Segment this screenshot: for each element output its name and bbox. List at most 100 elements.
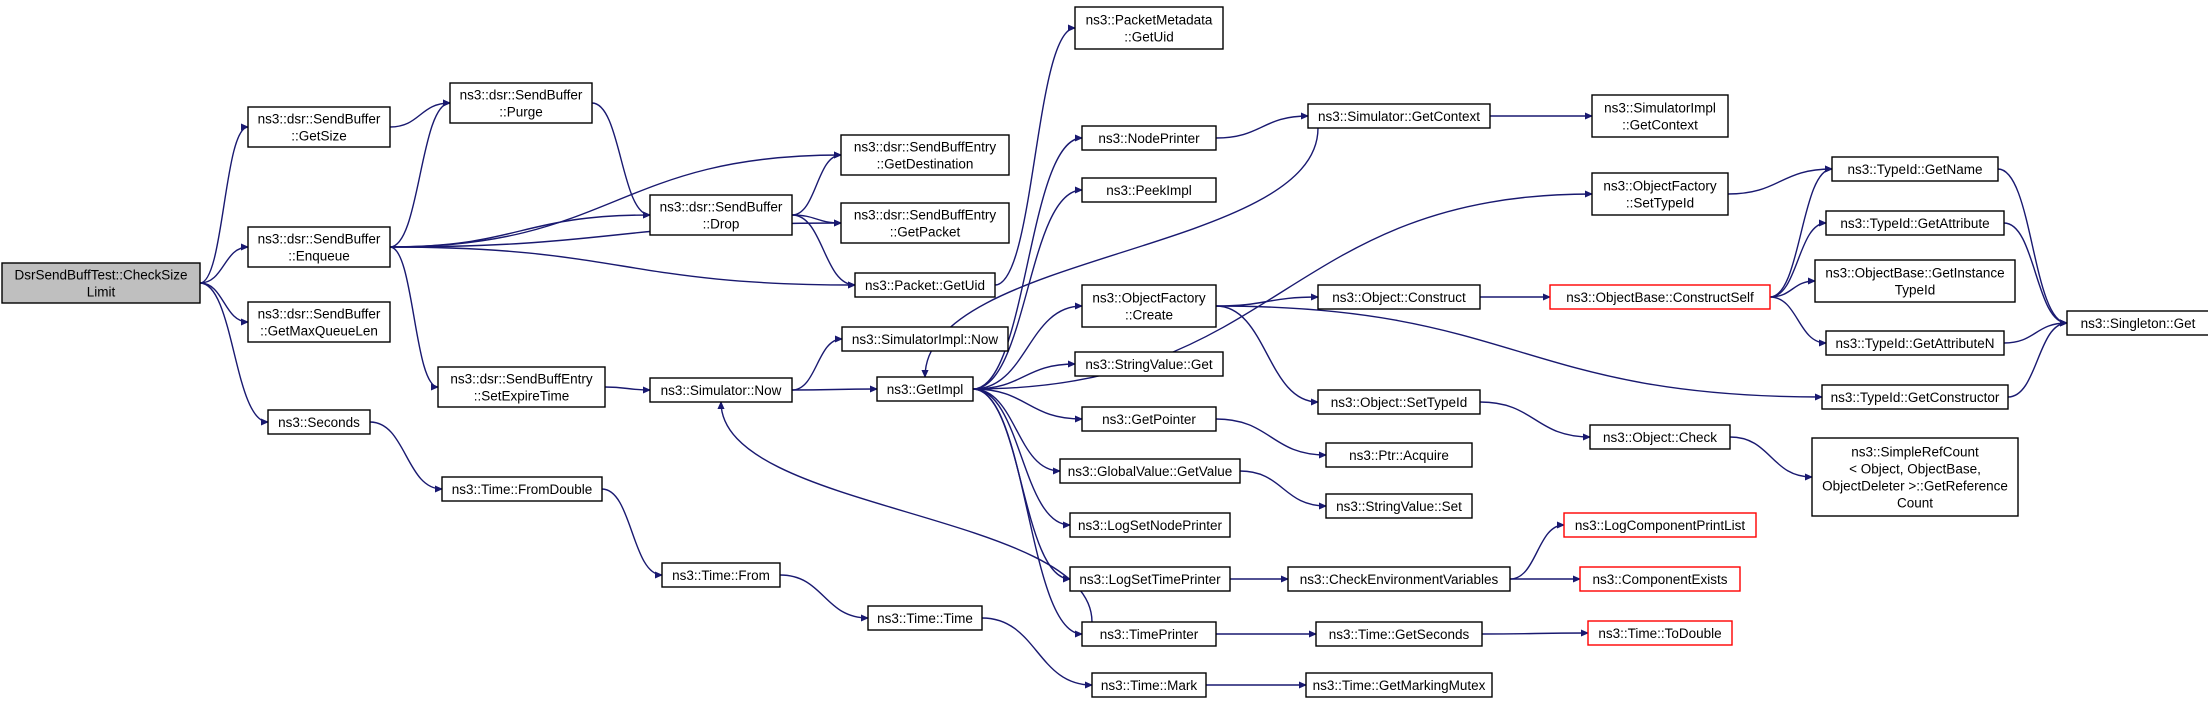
node-getmaxqueuelen[interactable]: ns3::dsr::SendBuffer::GetMaxQueueLen: [247, 301, 391, 343]
node-objsettypeid[interactable]: ns3::Object::SetTypeId: [1317, 389, 1481, 415]
edge-constructself-to-getinstancetypeid: [1769, 281, 1815, 298]
node-ofsettypeid[interactable]: ns3::ObjectFactory::SetTypeId: [1591, 172, 1729, 216]
node-nodeprinter[interactable]: ns3::NodePrinter: [1081, 125, 1217, 151]
node-typeidgetconstructor[interactable]: ns3::TypeId::GetConstructor: [1821, 384, 2009, 410]
node-checkenv[interactable]: ns3::CheckEnvironmentVariables: [1287, 566, 1511, 592]
node-simgetcontext[interactable]: ns3::Simulator::GetContext: [1307, 103, 1491, 129]
node-label: ::GetContext: [1622, 118, 1698, 133]
node-timeprinter[interactable]: ns3::TimePrinter: [1081, 621, 1217, 647]
edge-timegetseconds-to-todouble: [1481, 633, 1588, 634]
node-box: [1081, 177, 1217, 203]
node-peekimpl[interactable]: ns3::PeekImpl: [1081, 177, 1217, 203]
edge-getimpl-to-globalvalue: [972, 388, 1060, 471]
node-box: [1591, 94, 1729, 138]
node-simplerefcount[interactable]: ns3::SimpleRefCount< Object, ObjectBase,…: [1811, 437, 2019, 517]
node-box: [1825, 210, 2005, 236]
node-box: [449, 82, 593, 124]
node-getpacket[interactable]: ns3::dsr::SendBuffEntry::GetPacket: [840, 202, 1010, 244]
node-timemark[interactable]: ns3::Time::Mark: [1091, 672, 1207, 698]
node-simimplnow[interactable]: ns3::SimulatorImpl::Now: [841, 326, 1009, 352]
node-seconds[interactable]: ns3::Seconds: [267, 409, 371, 435]
node-timegetseconds[interactable]: ns3::Time::GetSeconds: [1315, 621, 1483, 647]
node-todouble[interactable]: ns3::Time::ToDouble: [1587, 620, 1733, 646]
node-label: ns3::GlobalValue::GetValue: [1068, 464, 1233, 479]
edge-getimpl-to-nodeprinter: [972, 138, 1082, 390]
node-label: ns3::TypeId::GetName: [1847, 162, 1982, 177]
node-label: ns3::dsr::SendBuffEntry: [854, 140, 997, 155]
node-label: ::GetUid: [1124, 30, 1174, 45]
node-box: [1074, 6, 1224, 50]
node-objcheck[interactable]: ns3::Object::Check: [1589, 424, 1731, 450]
node-box: [1325, 493, 1473, 519]
node-globalvalue[interactable]: ns3::GlobalValue::GetValue: [1059, 458, 1241, 484]
node-label: ns3::Time::Mark: [1101, 678, 1198, 693]
edge-timefrom-to-timetime: [779, 574, 868, 618]
edge-enqueue-to-drop: [389, 215, 650, 248]
edge-simnow-to-getimpl: [791, 389, 877, 390]
node-enqueue[interactable]: ns3::dsr::SendBuffer::Enqueue: [247, 226, 391, 268]
node-box: [661, 562, 781, 588]
node-getdestination[interactable]: ns3::dsr::SendBuffEntry::GetDestination: [840, 134, 1010, 176]
edge-typeidgetattribute-to-singletonget: [2003, 222, 2067, 323]
node-label: ns3::TypeId::GetConstructor: [1831, 390, 2000, 405]
node-ptracquire[interactable]: ns3::Ptr::Acquire: [1325, 442, 1473, 468]
node-drop[interactable]: ns3::dsr::SendBuffer::Drop: [649, 194, 793, 236]
node-getmarkingmutex[interactable]: ns3::Time::GetMarkingMutex: [1305, 672, 1493, 698]
node-box: [1831, 156, 1999, 182]
edge-getimpl-to-getpointer: [972, 388, 1082, 419]
node-label: ns3::dsr::SendBuffEntry: [854, 208, 997, 223]
node-box: [1589, 424, 1731, 450]
edge-enqueue-to-setexpiretime: [389, 246, 438, 387]
node-box: [1814, 259, 2016, 303]
node-label: TypeId: [1895, 283, 1936, 298]
node-timetime[interactable]: ns3::Time::Time: [867, 605, 983, 631]
node-label: ns3::dsr::SendBuffer: [660, 200, 783, 215]
node-logsettimeprinter[interactable]: ns3::LogSetTimePrinter: [1069, 566, 1231, 592]
node-simimplgetcontext[interactable]: ns3::SimulatorImpl::GetContext: [1591, 94, 1729, 138]
node-stringvalueset[interactable]: ns3::StringValue::Set: [1325, 493, 1473, 519]
node-constructself[interactable]: ns3::ObjectBase::ConstructSelf: [1549, 284, 1771, 310]
node-typeidgetname[interactable]: ns3::TypeId::GetName: [1831, 156, 1999, 182]
node-setexpiretime[interactable]: ns3::dsr::SendBuffEntry::SetExpireTime: [437, 366, 606, 408]
node-getimpl[interactable]: ns3::GetImpl: [876, 376, 974, 402]
node-purge[interactable]: ns3::dsr::SendBuffer::Purge: [449, 82, 593, 124]
node-timefrom[interactable]: ns3::Time::From: [661, 562, 781, 588]
node-logsetnodeprinter[interactable]: ns3::LogSetNodePrinter: [1069, 512, 1231, 538]
node-typeidgetattributen[interactable]: ns3::TypeId::GetAttributeN: [1825, 330, 2005, 356]
node-label: ns3::dsr::SendBuffer: [258, 232, 381, 247]
node-label: ns3::dsr::SendBuffer: [258, 307, 381, 322]
node-box: [1, 262, 201, 304]
node-label: ns3::Simulator::GetContext: [1318, 109, 1480, 124]
edge-typeidgetname-to-singletonget: [1997, 168, 2067, 323]
node-typeidgetattribute[interactable]: ns3::TypeId::GetAttribute: [1825, 210, 2005, 236]
edge-drop-to-packetgetuid: [791, 214, 855, 285]
node-objconstruct[interactable]: ns3::Object::Construct: [1317, 284, 1481, 310]
node-box: [1549, 284, 1771, 310]
node-box: [1563, 512, 1757, 538]
edge-layer: [199, 28, 2067, 685]
node-ofcreate[interactable]: ns3::ObjectFactory::Create: [1081, 284, 1217, 328]
node-box: [1091, 672, 1207, 698]
edge-constructself-to-typeidgetattribute: [1769, 223, 1826, 298]
node-singletonget[interactable]: ns3::Singleton::Get: [2066, 310, 2208, 336]
node-label: ns3::ObjectFactory: [1603, 179, 1717, 194]
node-logcomponentprintlist[interactable]: ns3::LogComponentPrintList: [1563, 512, 1757, 538]
node-simnow[interactable]: ns3::Simulator::Now: [649, 377, 793, 403]
node-getpointer[interactable]: ns3::GetPointer: [1081, 406, 1217, 432]
node-box: [1315, 621, 1483, 647]
node-box: [1305, 672, 1493, 698]
node-box: [649, 377, 793, 403]
node-packetgetuid[interactable]: ns3::Packet::GetUid: [854, 272, 996, 298]
node-label: ns3::LogSetTimePrinter: [1079, 572, 1221, 587]
node-componentexists[interactable]: ns3::ComponentExists: [1579, 566, 1741, 592]
node-stringvalueget[interactable]: ns3::StringValue::Get: [1074, 351, 1224, 377]
edge-getpointer-to-ptracquire: [1215, 418, 1326, 455]
node-fromdouble[interactable]: ns3::Time::FromDouble: [441, 476, 603, 502]
node-box: [1579, 566, 1741, 592]
node-getsize[interactable]: ns3::dsr::SendBuffer::GetSize: [247, 106, 391, 148]
node-label: ns3::Time::Time: [877, 611, 973, 626]
node-pktmetadata[interactable]: ns3::PacketMetadata::GetUid: [1074, 6, 1224, 50]
node-label: ns3::Ptr::Acquire: [1349, 448, 1449, 463]
